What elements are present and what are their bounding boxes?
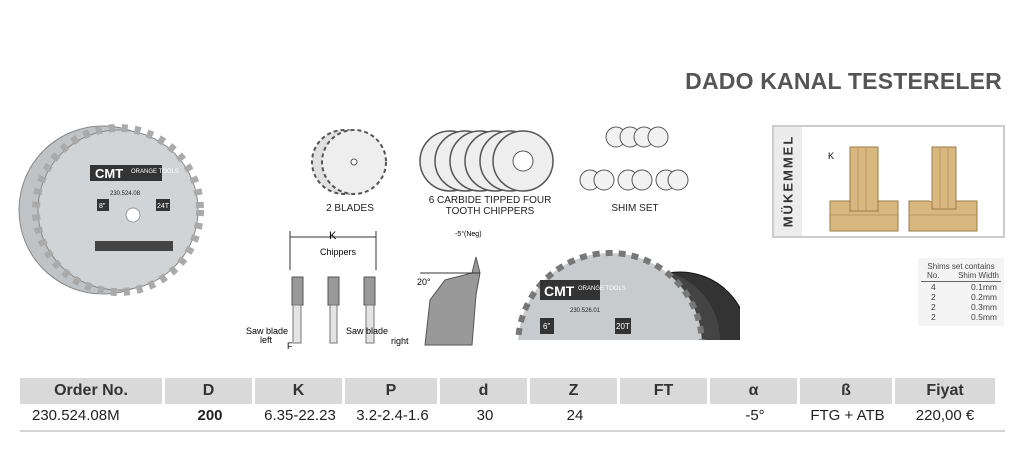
blades-label: 2 BLADES [326,203,374,214]
chippers-label-line2: TOOTH CHIPPERS [445,206,535,217]
svg-text:Saw blade: Saw blade [246,326,288,336]
col-alpha: α [710,378,800,404]
dado-blade-product-image: CMT ORANGE TOOLS 230.524.08 8" 24T [18,124,204,296]
chippers-label-line1: 6 CARBIDE TIPPED FOUR [428,195,552,206]
svg-text:6": 6" [543,322,550,331]
col-price: Fiyat [895,378,995,404]
table-row: 230.524.08M 200 6.35-22.23 3.2-2.4-1.6 3… [32,407,975,424]
svg-text:ORANGE TOOLS: ORANGE TOOLS [578,286,626,292]
svg-text:CMT: CMT [544,283,575,299]
svg-text:24T: 24T [157,203,170,210]
table-header-row: Order No. D K P d Z FT α ß Fiyat [20,378,1005,404]
dado-cut-diagram: K Chippers Saw blade left Saw blade righ… [246,230,482,350]
chippers-image [419,130,554,192]
shim-set-label: SHIM SET [611,203,659,214]
svg-text:-5°(Neg): -5°(Neg) [455,230,482,238]
svg-text:F: F [287,341,293,350]
col-d: D [165,378,255,404]
col-z: Z [530,378,620,404]
svg-text:K: K [828,151,834,161]
col-beta: ß [800,378,895,404]
svg-text:230.526.01: 230.526.01 [570,308,601,314]
svg-text:Saw blade: Saw blade [346,326,388,336]
svg-text:8": 8" [99,203,106,210]
svg-text:Chippers: Chippers [320,247,357,257]
col-k: K [255,378,345,404]
table-divider [20,430,1005,432]
product-table: Order No. D K P d Z FT α ß Fiyat 230.524… [20,378,1005,428]
col-order-no: Order No. [20,378,165,404]
col-ft: FT [620,378,710,404]
wood-joint-illustration: K [828,146,978,232]
shim-set-image [579,126,689,191]
svg-text:K: K [329,230,337,242]
dado-set-photo: CMT ORANGE TOOLS 230.526.01 6" 20T [515,250,740,340]
svg-text:20T: 20T [616,322,630,331]
svg-text:230.524.08: 230.524.08 [110,191,141,197]
col-bore: d [440,378,530,404]
col-p: P [345,378,440,404]
svg-text:20°: 20° [417,277,431,287]
saw-blade-front [37,129,199,291]
two-blades-image [311,129,387,195]
quality-label: MÜKEMMEL [780,134,796,228]
svg-text:left: left [260,335,273,345]
svg-text:ORANGE TOOLS: ORANGE TOOLS [131,169,179,175]
page-title: DADO KANAL TESTERELER [685,68,1002,94]
quality-illustration: MÜKEMMEL K [772,125,1005,238]
svg-text:right: right [391,336,409,346]
blade-brand-logo: CMT [95,166,123,181]
